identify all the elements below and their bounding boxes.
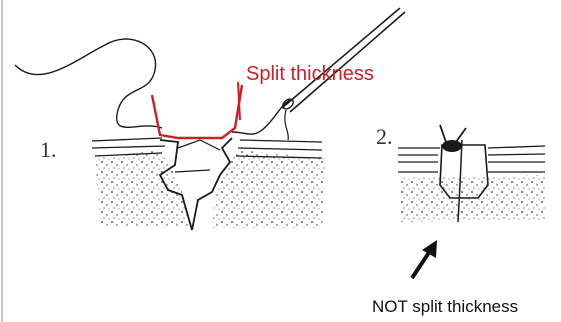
panel-1-split-thickness-path (152, 85, 242, 138)
panel-1-wound-inner (175, 140, 220, 172)
panel-1-needle-holder (282, 8, 405, 112)
split-thickness-label: Split thickness (246, 63, 374, 85)
panel-2-wound-drawing (398, 125, 545, 222)
panel-1-number: 1. (40, 137, 57, 162)
panel-1-needle-thread (285, 110, 288, 140)
not-split-arrow (412, 240, 437, 278)
panel-2-number: 2. (376, 124, 393, 149)
panel-2-knot-ends (440, 125, 466, 142)
not-split-thickness-label: NOT split thickness (372, 297, 518, 316)
panel-1-tissue-left (95, 150, 192, 228)
panel-1-epidermis-left (92, 138, 165, 156)
panel-2-epidermis (398, 146, 545, 172)
panel-1-suture-thread (15, 39, 290, 134)
panel-1-wound-drawing (15, 8, 405, 230)
